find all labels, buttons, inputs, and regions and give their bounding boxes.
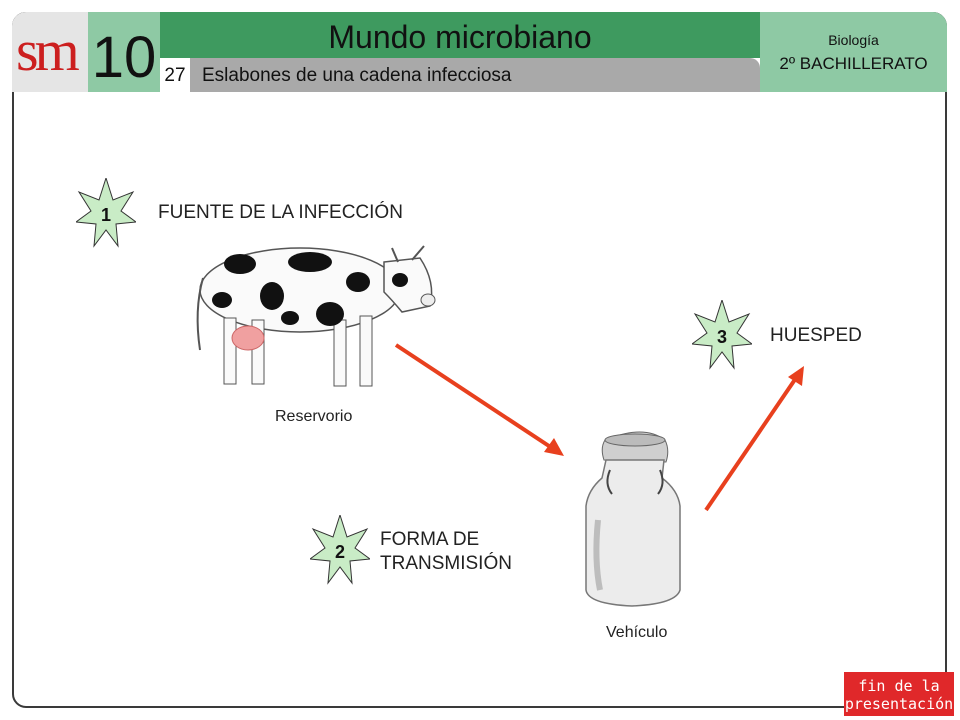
step-3-number: 3: [717, 327, 727, 347]
subtitle-bar: [160, 58, 760, 92]
cow-illustration: [196, 245, 436, 387]
step-1-label: FUENTE DE LA INFECCIÓN: [158, 202, 403, 223]
step-2-label-line2: TRANSMISIÓN: [380, 553, 512, 574]
end-button-line2: presentación: [844, 695, 954, 713]
transmission-arrows: [394, 343, 804, 512]
end-button-line1: fin de la: [858, 677, 940, 695]
slide-frame: [12, 12, 947, 708]
end-presentation-button[interactable]: fin de la presentación: [844, 672, 954, 716]
step-3-label: HUESPED: [770, 325, 862, 346]
grade-label: 2º BACHILLERATO: [779, 54, 928, 73]
step-2-label: FORMA DE TRANSMISIÓN: [380, 528, 512, 576]
course-box: [760, 12, 947, 92]
step-1-star-icon: 1: [76, 178, 136, 248]
step-3-star-icon: 3: [692, 300, 752, 370]
step-2-number: 2: [335, 542, 345, 562]
step-2-star-icon: 2: [310, 515, 370, 585]
logo-text: sm: [16, 18, 80, 83]
vehicle-caption: Vehículo: [606, 624, 668, 641]
sm-logo: sm: [12, 12, 88, 92]
reservoir-caption: Reservorio: [275, 408, 353, 425]
unit-number-box: 10: [88, 12, 160, 92]
slide-title: Eslabones de una cadena infecciosa: [202, 65, 512, 86]
page-title: Mundo microbiano: [328, 19, 592, 55]
unit-number: 10: [91, 25, 157, 90]
step-2-label-line1: FORMA DE: [380, 529, 480, 550]
title-bar: Mundo microbiano: [160, 12, 760, 58]
slide-number: 27: [160, 58, 190, 92]
subject-label: Biología: [828, 32, 879, 48]
milk-churn-illustration: [585, 431, 681, 607]
step-1-number: 1: [101, 205, 111, 225]
